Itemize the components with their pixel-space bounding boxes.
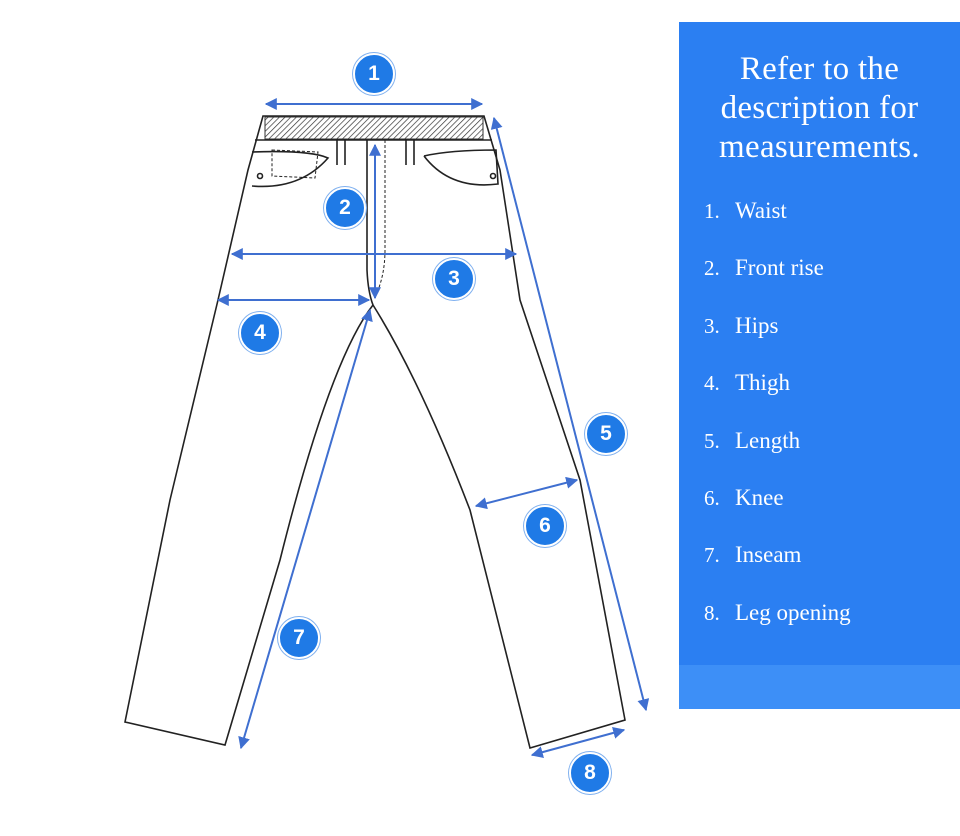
measurement-list: 1. Waist 2. Front rise 3. Hips 4. Thigh 5. Le… <box>704 195 960 654</box>
item-label: Thigh <box>735 370 790 396</box>
item-number: 5. <box>704 428 720 453</box>
inseam-line <box>238 308 373 750</box>
list-item-thigh: 4. Thigh <box>704 367 960 424</box>
measurement-legend-panel: Refer to the description for measurement… <box>679 22 960 709</box>
panel-title: Refer to the description for measurement… <box>679 50 960 167</box>
item-number: 1. <box>704 199 720 223</box>
measurement-lines <box>216 98 650 758</box>
front-pocket-left <box>251 150 330 188</box>
item-label: Hips <box>735 312 779 338</box>
panel-title-line: Refer to the <box>739 51 900 87</box>
knee-line <box>474 476 579 510</box>
panel-bottom-strip <box>679 665 960 709</box>
list-item-hips: 3. Hips <box>704 310 960 367</box>
panel-title-line: measurements. <box>719 129 920 165</box>
item-label: Knee <box>735 484 784 510</box>
item-label: Front rise <box>735 255 824 281</box>
fly-seam <box>366 140 374 306</box>
waistband-ribbing <box>264 116 484 140</box>
item-label: Length <box>735 427 801 453</box>
item-label: Leg opening <box>735 599 851 625</box>
item-number: 8. <box>704 600 720 625</box>
item-number: 7. <box>704 543 720 568</box>
list-item-knee: 6. Knee <box>704 482 960 539</box>
list-item-leg-opening: 8. Leg opening <box>704 597 960 654</box>
list-item-length: 5. Length <box>704 425 960 482</box>
list-item-waist: 1. Waist <box>704 195 960 252</box>
rivet-left <box>256 172 264 180</box>
panel-title-line: description for <box>720 90 919 126</box>
list-item-front-rise: 2. Front rise <box>704 252 960 309</box>
leg-opening-line <box>530 727 626 758</box>
length-line <box>490 116 650 712</box>
item-number: 4. <box>704 371 720 396</box>
item-number: 6. <box>704 485 720 510</box>
coin-pocket <box>271 149 319 179</box>
item-number: 3. <box>704 313 720 338</box>
list-item-inseam: 7. Inseam <box>704 539 960 596</box>
item-number: 2. <box>704 256 720 281</box>
item-label: Waist <box>735 198 787 223</box>
item-label: Inseam <box>735 542 802 568</box>
